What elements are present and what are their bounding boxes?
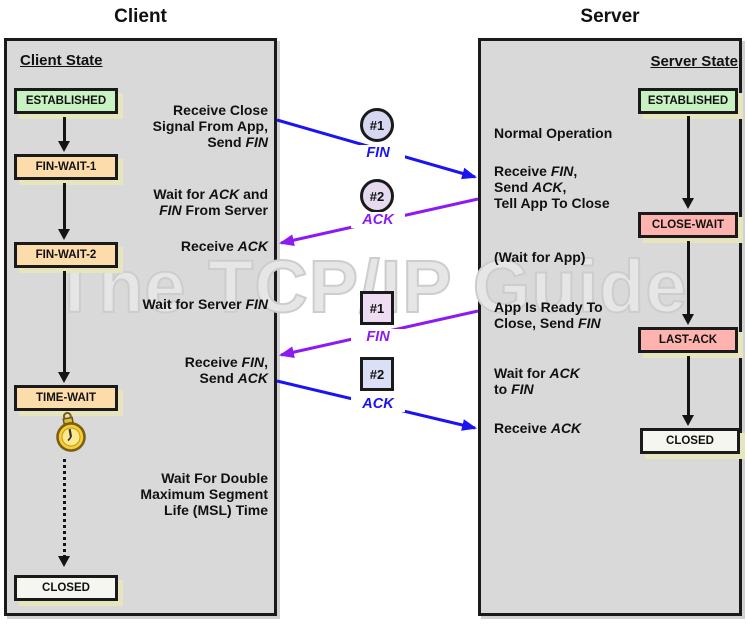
server-flow-arrow-2 — [682, 241, 695, 325]
server-flow-arrow-3 — [682, 356, 695, 426]
client-flow-arrow-1 — [58, 117, 71, 152]
client-note-receive-ack: Receive ACK — [180, 238, 268, 254]
server-note-receive-ack: Receive ACK — [494, 420, 582, 436]
client-state-fin-wait-2: FIN-WAIT-2 — [14, 242, 118, 268]
client-note-wait-server-fin: Wait for Server FIN — [142, 296, 268, 312]
server-note-normal-operation: Normal Operation — [494, 125, 613, 141]
server-note-wait-ack-to-fin: Wait for ACK to FIN — [494, 365, 580, 397]
server-state-established: ESTABLISHED — [638, 88, 738, 114]
server-state-heading: Server State — [650, 53, 738, 70]
stopwatch-icon — [56, 411, 86, 452]
client-title: Client — [114, 6, 167, 27]
client-state-heading: Client State — [20, 52, 103, 69]
client-state-time-wait: TIME-WAIT — [14, 385, 118, 411]
server-state-closed: CLOSED — [640, 428, 740, 454]
client-note-receive-fin-send-ack: Receive FIN, Send ACK — [184, 354, 268, 386]
client-state-closed: CLOSED — [14, 575, 118, 601]
server-state-close-wait: CLOSE-WAIT — [638, 212, 738, 238]
server-flow-arrow-1 — [682, 116, 695, 209]
client-state-established: ESTABLISHED — [14, 88, 118, 114]
client-state-fin-wait-1: FIN-WAIT-1 — [14, 154, 118, 180]
fin2-label: FIN — [351, 329, 405, 345]
ack1-label: ACK — [351, 212, 405, 228]
server-state-last-ack: LAST-ACK — [638, 327, 738, 353]
client-flow-arrow-2 — [58, 183, 71, 240]
server-note-receive-fin: Receive FIN, Send ACK, Tell App To Close — [494, 163, 610, 211]
fin1-label: FIN — [351, 145, 405, 161]
client-panel — [4, 38, 277, 616]
client-timer-wait-arrow — [58, 459, 71, 567]
message-badge-1-circle: #1 — [360, 108, 394, 142]
server-title: Server — [580, 6, 640, 27]
client-note-wait-ack-fin: Wait for ACK and FIN From Server — [153, 186, 268, 218]
client-note-receive-close: Receive Close Signal From App, Send FIN — [152, 102, 268, 150]
client-note-msl-wait: Wait For Double Maximum Segment Life (MS… — [140, 470, 268, 518]
message-badge-1-square: #1 — [360, 291, 394, 325]
server-note-wait-for-app: (Wait for App) — [494, 249, 586, 265]
server-note-app-ready: App Is Ready To Close, Send FIN — [494, 299, 603, 331]
message-badge-2-square: #2 — [360, 357, 394, 391]
client-flow-arrow-3 — [58, 271, 71, 383]
message-badge-2-circle: #2 — [360, 179, 394, 213]
ack2-label: ACK — [351, 396, 405, 412]
